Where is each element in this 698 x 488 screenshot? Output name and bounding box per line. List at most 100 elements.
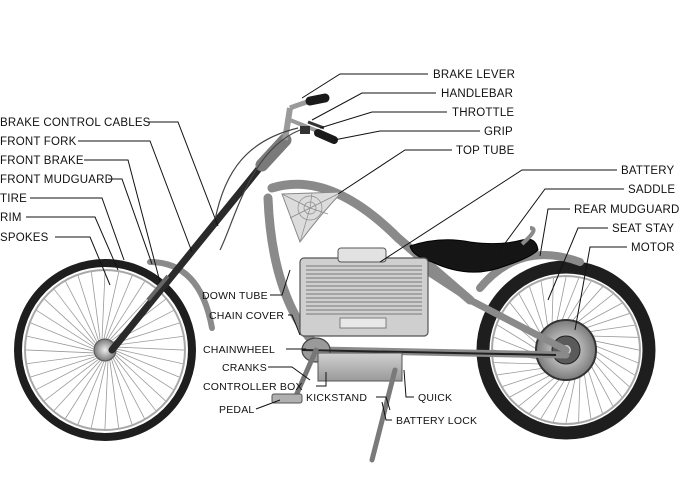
label-front-mudguard: FRONT MUDGUARD bbox=[0, 174, 113, 186]
spoke bbox=[104, 275, 133, 342]
spoke bbox=[551, 278, 554, 326]
label-chainwheel: CHAINWHEEL bbox=[203, 344, 275, 356]
front-rim bbox=[24, 269, 186, 431]
head-tube bbox=[255, 133, 292, 172]
spoke bbox=[112, 335, 183, 346]
spoke bbox=[540, 377, 567, 419]
leader-top-tube bbox=[337, 149, 452, 195]
battery-handle bbox=[337, 247, 387, 263]
label-pedal: PEDAL bbox=[219, 404, 254, 416]
spoke bbox=[593, 354, 630, 387]
label-spokes: SPOKES bbox=[0, 232, 49, 244]
spoke bbox=[587, 367, 603, 414]
leader-saddle bbox=[499, 188, 624, 251]
spoke bbox=[53, 358, 103, 411]
leader-throttle bbox=[319, 111, 447, 129]
label-battery-lock: BATTERY LOCK bbox=[396, 415, 477, 427]
spoke bbox=[529, 377, 562, 414]
spoke bbox=[77, 275, 100, 344]
kickstand bbox=[369, 367, 398, 463]
spoke bbox=[36, 356, 100, 390]
spoke bbox=[518, 375, 557, 407]
spoke bbox=[111, 355, 145, 419]
spoke bbox=[565, 376, 576, 424]
spoke bbox=[30, 322, 97, 351]
label-brake-lever: BRAKE LEVER bbox=[433, 69, 515, 81]
spoke bbox=[109, 357, 120, 428]
leader-spokes bbox=[55, 236, 111, 286]
spoke bbox=[90, 358, 107, 428]
label-throttle: THROTTLE bbox=[452, 107, 514, 119]
seat-stay bbox=[466, 296, 570, 354]
spoke bbox=[502, 371, 549, 387]
leader-pedal bbox=[255, 399, 281, 410]
handlebar-riser bbox=[282, 107, 293, 141]
label-tire: TIRE bbox=[0, 193, 27, 205]
spoke bbox=[560, 277, 580, 323]
spoke bbox=[113, 351, 174, 390]
label-kickstand: KICKSTAND bbox=[306, 392, 367, 404]
spoke bbox=[540, 281, 549, 329]
grip bbox=[314, 129, 338, 144]
leader-front-mudguard bbox=[108, 178, 153, 265]
label-saddle: SADDLE bbox=[628, 184, 675, 196]
spoke bbox=[583, 371, 592, 419]
spoke bbox=[104, 358, 109, 430]
leader-rim bbox=[26, 216, 119, 271]
spoke bbox=[590, 335, 638, 338]
spoke bbox=[518, 293, 543, 337]
spoke bbox=[529, 286, 545, 333]
spoke bbox=[591, 359, 623, 398]
spoke bbox=[103, 272, 120, 342]
leader-grip bbox=[333, 130, 480, 141]
spoke bbox=[77, 358, 106, 425]
bicycle-illustration bbox=[14, 93, 656, 463]
leader-front-brake bbox=[84, 159, 161, 283]
web-gusset bbox=[281, 191, 344, 244]
spoke bbox=[53, 289, 98, 346]
front-wheel bbox=[14, 259, 196, 441]
spoke bbox=[494, 362, 542, 365]
front-spokes bbox=[25, 270, 185, 430]
controller-box bbox=[317, 352, 403, 382]
label-brake-control-cables: BRAKE CONTROL CABLES bbox=[0, 117, 151, 129]
pedal bbox=[271, 393, 303, 404]
front-fork bbox=[108, 161, 266, 354]
label-battery: BATTERY bbox=[621, 165, 675, 177]
leader-chain-cover bbox=[288, 314, 301, 336]
saddle bbox=[409, 238, 539, 273]
brake-lever bbox=[307, 120, 325, 130]
spoke bbox=[44, 298, 97, 348]
label-quick: QUICK bbox=[418, 392, 452, 404]
spoke bbox=[27, 354, 98, 365]
spoke bbox=[575, 293, 614, 325]
spoke bbox=[25, 349, 97, 354]
spoke bbox=[106, 281, 145, 342]
label-cranks: CRANKS bbox=[222, 362, 267, 374]
chain bbox=[301, 349, 557, 356]
spoke bbox=[65, 281, 99, 345]
leader-brake-control-cables bbox=[148, 121, 219, 227]
label-front-brake: FRONT BRAKE bbox=[0, 155, 84, 167]
spoke bbox=[101, 270, 106, 342]
spoke bbox=[90, 272, 101, 343]
cranks bbox=[292, 347, 319, 401]
leader-battery-lock bbox=[381, 401, 392, 421]
label-seat-stay: SEAT STAY bbox=[612, 223, 674, 235]
spoke bbox=[113, 346, 185, 351]
labels: BRAKE LEVER HANDLEBAR THROTTLE GRIP TOP … bbox=[0, 69, 679, 427]
spoke bbox=[578, 374, 581, 422]
leader-controller-box bbox=[316, 372, 327, 387]
label-top-tube: TOP TUBE bbox=[456, 145, 515, 157]
spoke bbox=[65, 358, 104, 419]
leader-lines bbox=[26, 73, 627, 421]
spoke bbox=[30, 355, 99, 378]
label-down-tube: DOWN TUBE bbox=[202, 290, 268, 302]
spoke bbox=[44, 357, 101, 402]
spoke bbox=[589, 363, 614, 407]
leader-down-tube bbox=[270, 269, 291, 296]
spoke bbox=[497, 367, 545, 376]
leader-tire bbox=[30, 197, 125, 261]
label-grip: GRIP bbox=[484, 126, 513, 138]
